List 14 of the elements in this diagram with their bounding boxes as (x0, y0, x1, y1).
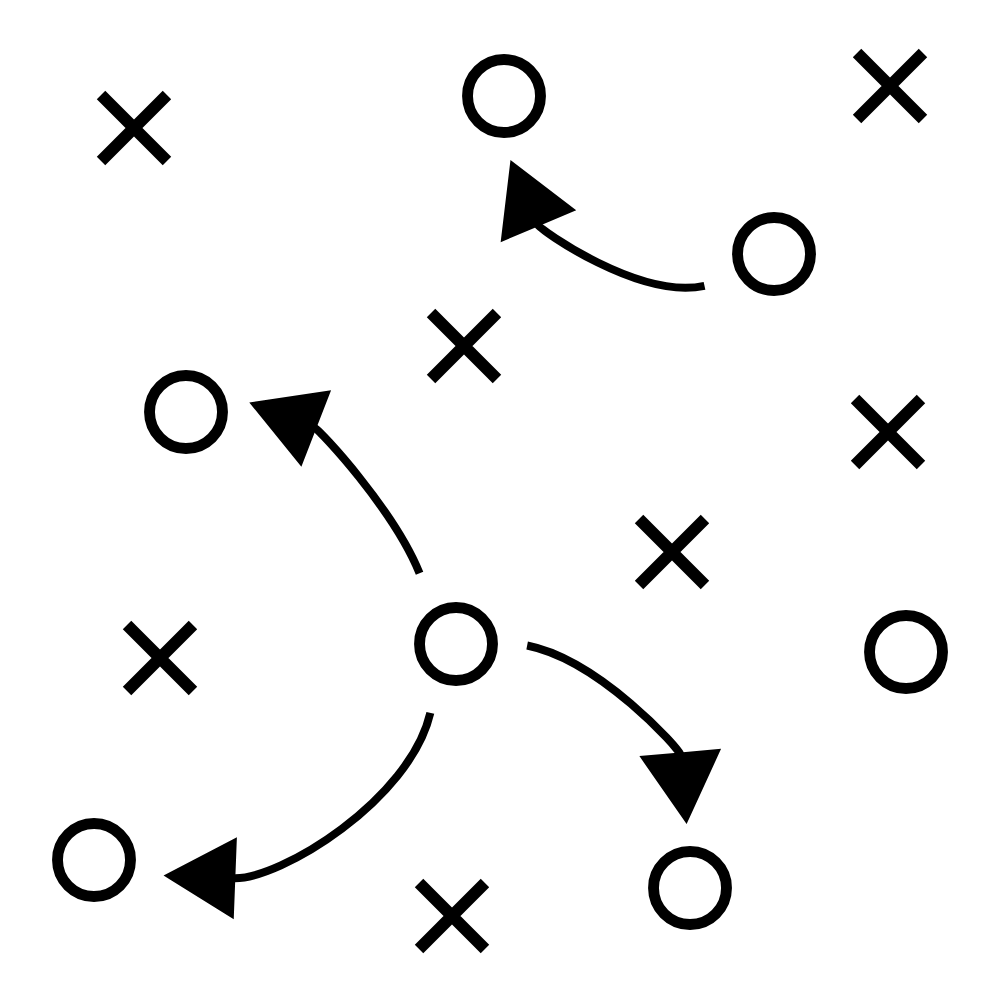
circle-mark (144, 370, 228, 454)
circle-mark (732, 212, 816, 296)
cross-mark (425, 307, 503, 385)
circle-mark (864, 610, 948, 694)
cross-mark (851, 47, 929, 125)
circle-mark (52, 818, 136, 902)
cross-mark (413, 877, 491, 955)
circle-mark (462, 54, 546, 138)
cross-mark (121, 619, 199, 697)
cross-mark (95, 89, 173, 167)
cross-mark (633, 513, 711, 591)
circle-mark (414, 602, 498, 686)
circle-mark (648, 846, 732, 930)
cross-mark (849, 393, 927, 471)
